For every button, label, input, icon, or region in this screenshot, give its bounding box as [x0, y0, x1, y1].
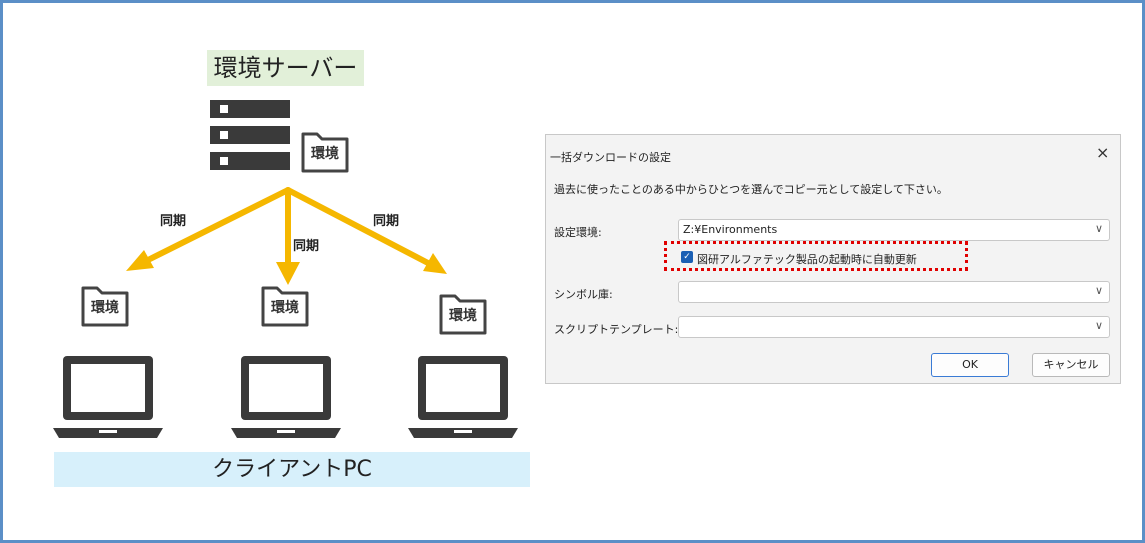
- symbol-label: シンボル庫:: [554, 288, 613, 301]
- sync-label-right: 同期: [373, 214, 400, 229]
- sync-label-center: 同期: [293, 239, 320, 254]
- ok-button[interactable]: OK: [931, 353, 1009, 377]
- script-label: スクリプトテンプレート:: [554, 323, 679, 336]
- arrowhead-left: [126, 250, 154, 271]
- folder-label: 環境: [311, 146, 339, 162]
- auto-update-checkbox[interactable]: ✓: [681, 251, 693, 263]
- laptop-icon: [231, 352, 341, 438]
- sync-label-left: 同期: [160, 214, 187, 229]
- env-value: Z:¥Environments: [683, 223, 778, 236]
- bulk-download-dialog: 一括ダウンロードの設定 × 過去に使ったことのある中からひとつを選んでコピー元と…: [545, 134, 1121, 384]
- arrowhead-right: [423, 253, 447, 274]
- env-select[interactable]: Z:¥Environments ∨: [678, 219, 1110, 241]
- chevron-down-icon: ∨: [1094, 284, 1103, 297]
- laptop-icon: [408, 352, 518, 438]
- auto-update-label[interactable]: 図研アルファテック製品の起動時に自動更新: [697, 253, 917, 266]
- client-folder-icon: 環境: [438, 290, 488, 336]
- folder-label: 環境: [271, 300, 299, 316]
- symbol-select[interactable]: ∨: [678, 281, 1110, 303]
- client-label: クライアントPC: [54, 452, 530, 487]
- client-folder-icon: 環境: [260, 282, 310, 328]
- sync-arrow-right: [285, 187, 431, 266]
- chevron-down-icon: ∨: [1094, 222, 1103, 235]
- client-folder-icon: 環境: [80, 282, 130, 328]
- highlight-box: [664, 241, 968, 271]
- server-folder-icon: 環境: [300, 128, 350, 174]
- env-label: 設定環境:: [554, 226, 602, 239]
- script-select[interactable]: ∨: [678, 316, 1110, 338]
- cancel-button[interactable]: キャンセル: [1032, 353, 1110, 377]
- laptop-icon: [53, 352, 163, 438]
- dialog-description: 過去に使ったことのある中からひとつを選んでコピー元として設定して下さい。: [554, 183, 948, 196]
- folder-label: 環境: [449, 308, 477, 324]
- chevron-down-icon: ∨: [1094, 319, 1103, 332]
- dialog-title: 一括ダウンロードの設定: [550, 151, 671, 164]
- close-icon[interactable]: ×: [1096, 143, 1110, 162]
- server-label: 環境サーバー: [207, 50, 364, 86]
- sync-arrow-left: [145, 187, 291, 263]
- folder-label: 環境: [91, 300, 119, 316]
- arrowhead-center: [276, 262, 300, 285]
